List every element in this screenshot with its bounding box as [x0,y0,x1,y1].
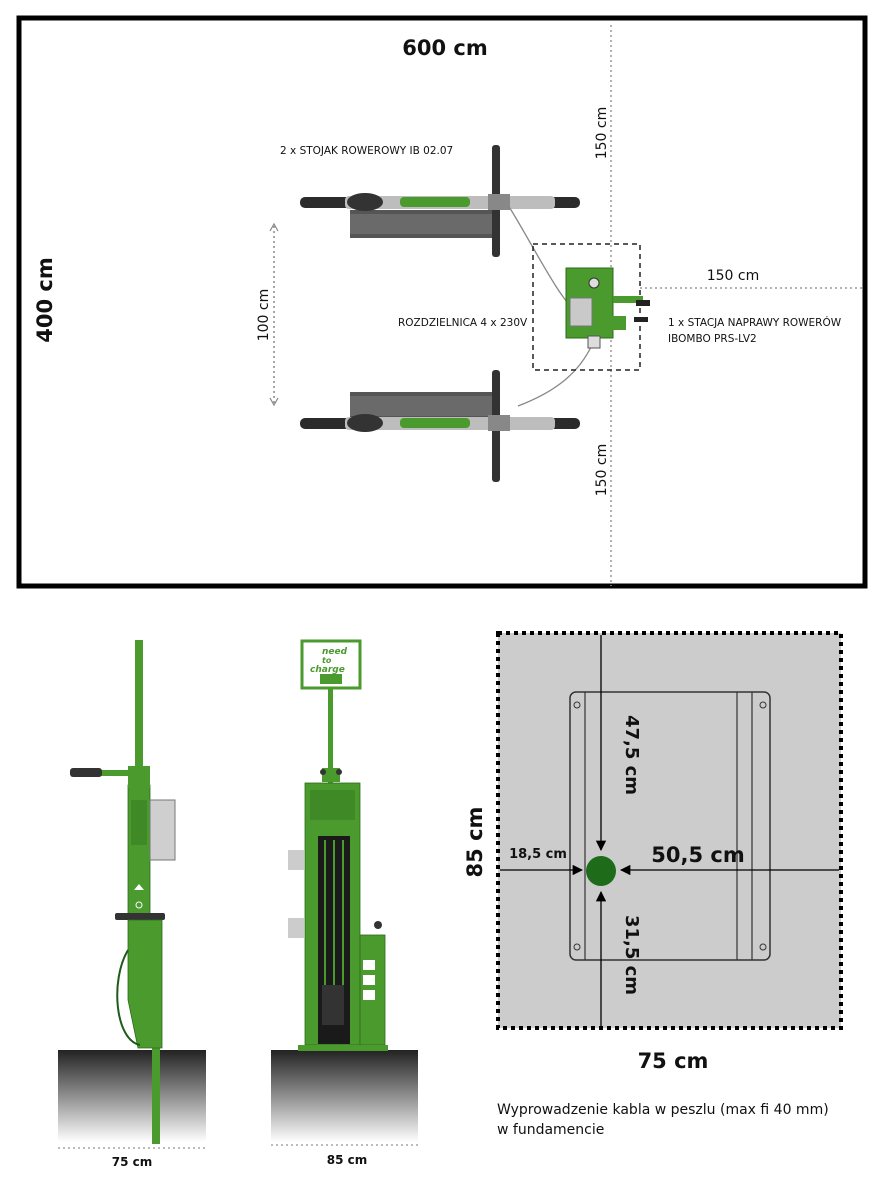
site-plan: 600 cm 400 cm 150 cm 150 cm 150 cm 100 c… [16,15,868,589]
foundation-right-label: 50,5 cm [651,843,744,867]
side-width-label: 75 cm [112,1155,153,1169]
front-width-label: 85 cm [327,1153,368,1167]
cable-note-line2: w fundamencie [497,1122,604,1138]
foundation-area [496,631,843,1030]
side-view: 75 cm [58,640,206,1169]
side-foundation [58,1050,206,1142]
rack-spacing-label: 100 cm [256,289,272,342]
bike-top [300,145,580,257]
right-gap-label: 150 cm [707,268,760,284]
front-view: need to charge 85 cm [271,639,418,1167]
station-label-line2: IBOMBO PRS-LV2 [668,333,757,345]
station-label-line1: 1 x STACJA NAPRAWY ROWERÓW [668,316,842,329]
cable-outlet [586,856,616,886]
switchboard-label: ROZDZIELNICA 4 x 230V [398,317,528,329]
plan-width-label: 600 cm [402,36,487,60]
front-foundation [271,1050,418,1142]
foundation-top-label: 47,5 cm [621,715,642,795]
plan-border [16,15,868,589]
foundation-width-label: 75 cm [638,1049,709,1073]
foundation-height-label: 85 cm [463,807,487,878]
top-gap-label: 150 cm [594,107,610,160]
sign-line1: need [322,647,348,657]
sign-line2: to [322,656,332,665]
cable-note-line1: Wyprowadzenie kabla w peszlu (max fi 40 … [497,1102,829,1118]
plan-height-label: 400 cm [33,257,57,342]
bike-bottom [300,370,580,482]
repair-station-top [565,267,650,349]
bottom-gap-label: 150 cm [594,444,610,497]
sign-line3: charge [310,665,345,675]
foundation-bottom-label: 31,5 cm [621,915,642,995]
rack-label: 2 x STOJAK ROWEROWY IB 02.07 [280,145,453,157]
foundation-plan: 47,5 cm 31,5 cm 18,5 cm 50,5 cm 85 cm 75… [463,631,843,1138]
foundation-left-label: 18,5 cm [509,847,567,862]
mounting-plate [569,691,771,961]
